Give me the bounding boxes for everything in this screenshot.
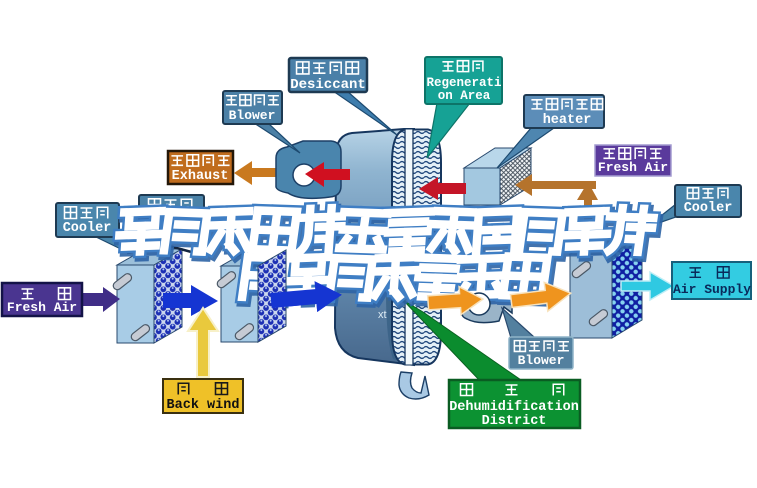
svg-text:xt: xt (378, 309, 387, 321)
svg-text:Air Supply: Air Supply (673, 282, 751, 297)
svg-text:Dehumidification: Dehumidification (449, 400, 579, 415)
svg-text:Regenerati: Regenerati (426, 76, 501, 90)
svg-text:Cooler: Cooler (684, 201, 733, 216)
svg-text:on Area: on Area (438, 89, 491, 103)
svg-text:Cooler: Cooler (63, 221, 112, 236)
svg-text:District: District (482, 414, 547, 429)
svg-text:Blower: Blower (229, 108, 276, 123)
svg-text:Fresh Air: Fresh Air (598, 160, 668, 175)
svg-text:heater: heater (543, 113, 592, 128)
svg-text:Exhaust: Exhaust (172, 169, 229, 184)
svg-text:Back wind: Back wind (167, 398, 240, 413)
svg-text:Blower: Blower (518, 353, 565, 368)
svg-text:Fresh Air: Fresh Air (7, 300, 77, 315)
svg-text:Desiccant: Desiccant (290, 77, 366, 93)
